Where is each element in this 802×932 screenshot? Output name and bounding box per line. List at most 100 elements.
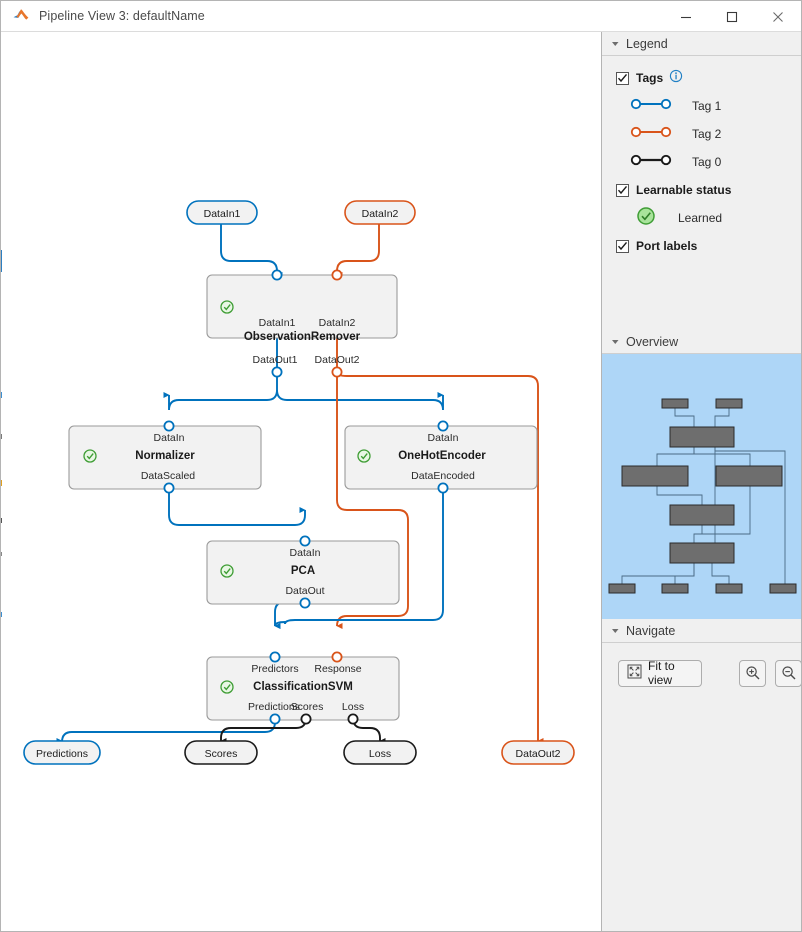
port-label-response: Response (314, 663, 361, 675)
pipeline-canvas[interactable]: DataIn1 DataIn2 ObservationRemover DataI… (2, 32, 600, 931)
tag2-label: Tag 2 (692, 127, 722, 141)
legend-section-header[interactable]: Legend (602, 32, 801, 56)
terminal-label: DataOut2 (516, 748, 561, 760)
legend-title: Legend (626, 36, 668, 51)
fit-to-view-icon (627, 664, 642, 682)
wire-datascaled-to-pca[interactable] (168, 458, 306, 526)
legend-tag-0: Tag 0 (602, 148, 801, 176)
port-out-dataout2[interactable] (331, 366, 343, 378)
port-out-dataout[interactable] (299, 597, 311, 609)
terminal-label: DataIn1 (204, 208, 241, 220)
port-in-predictors[interactable] (269, 651, 281, 663)
wire-dataout1-left-branch[interactable] (163, 389, 278, 411)
port-label-dataout2: DataOut2 (315, 354, 360, 366)
chevron-down-icon[interactable] (609, 624, 622, 637)
chevron-down-icon[interactable] (609, 335, 622, 348)
port-out-dataencoded[interactable] (437, 482, 449, 494)
wire-predictions-to-terminal[interactable] (56, 689, 276, 745)
wire-dataencoded-to-predictors[interactable] (274, 458, 444, 630)
legend-port-labels-row[interactable]: Port labels (602, 232, 801, 260)
block-name: Normalizer (135, 450, 195, 462)
port-label-datain: DataIn (428, 432, 459, 444)
navigate-section-header[interactable]: Navigate (602, 619, 801, 643)
block-name: PCA (291, 565, 315, 577)
chevron-down-icon[interactable] (609, 37, 622, 50)
overview-section-header[interactable]: Overview (602, 330, 801, 354)
side-panel: Legend Tags (601, 32, 801, 931)
fit-to-view-button[interactable]: Fit to view (618, 659, 702, 687)
legend-body: Tags Tag 1 (602, 56, 801, 330)
port-label-dataout: DataOut (285, 585, 324, 597)
learned-badge (220, 300, 234, 314)
output-terminal-scores[interactable]: Scores (184, 740, 258, 765)
learned-label: Learned (678, 211, 723, 225)
wire-dataout2-to-response[interactable] (336, 338, 409, 630)
close-button[interactable] (755, 1, 801, 32)
port-in-datain1[interactable] (271, 269, 283, 281)
zoom-in-button[interactable] (739, 659, 766, 687)
port-labels-checkbox[interactable] (616, 239, 629, 253)
info-icon[interactable] (669, 69, 683, 88)
port-in-datain[interactable] (163, 420, 175, 432)
output-terminal-predictions[interactable]: Predictions (23, 740, 101, 765)
port-out-dataout1[interactable] (271, 366, 283, 378)
input-terminal-datain1[interactable]: DataIn1 (186, 200, 258, 225)
zoom-out-button[interactable] (775, 659, 801, 687)
zoom-out-icon (781, 666, 795, 680)
maximize-button[interactable] (709, 1, 755, 32)
port-in-datain[interactable] (299, 535, 311, 547)
overview-title: Overview (626, 334, 679, 349)
terminal-label: DataIn2 (362, 208, 399, 220)
block-name: OneHotEncoder (398, 450, 486, 462)
output-terminal-loss[interactable]: Loss (343, 740, 417, 765)
title-bar: Pipeline View 3: defaultName (1, 1, 801, 32)
tag1-label: Tag 1 (692, 99, 722, 113)
block-classificationsvm[interactable]: ClassificationSVM Predictors Response Pr… (206, 651, 400, 725)
port-out-loss[interactable] (347, 713, 359, 725)
wire-dataout1-right-branch[interactable] (276, 389, 444, 411)
port-label-datain: DataIn (290, 547, 321, 559)
terminal-label: Loss (369, 748, 391, 760)
legend-tags-row[interactable]: Tags (602, 64, 801, 92)
port-in-response[interactable] (331, 651, 343, 663)
tag0-label: Tag 0 (692, 155, 722, 169)
legend-learned: Learned (602, 204, 801, 232)
zoom-in-icon (745, 666, 759, 680)
navigate-body: Fit to view (602, 643, 801, 703)
output-terminal-dataout2[interactable]: DataOut2 (501, 740, 575, 765)
port-label-datascaled: DataScaled (141, 470, 195, 482)
minimize-button[interactable] (663, 1, 709, 32)
block-pca[interactable]: PCA DataIn DataOut (206, 535, 400, 609)
port-label-dataencoded: DataEncoded (411, 470, 475, 482)
block-normalizer[interactable]: Normalizer DataIn DataScaled (68, 420, 262, 494)
tag0-line-icon (630, 153, 672, 172)
wire-datain1-to-obsrem[interactable] (220, 222, 283, 278)
terminal-label: Scores (205, 748, 238, 760)
port-out-scores[interactable] (300, 713, 312, 725)
port-out-predictions[interactable] (269, 713, 281, 725)
tags-checkbox[interactable] (616, 71, 629, 85)
panel-filler (602, 703, 801, 931)
legend-tag-2: Tag 2 (602, 120, 801, 148)
learnable-status-checkbox[interactable] (616, 183, 629, 197)
overview-minimap[interactable] (602, 354, 801, 619)
navigate-title: Navigate (626, 623, 676, 638)
port-in-datain[interactable] (437, 420, 449, 432)
legend-learnable-status-row[interactable]: Learnable status (602, 176, 801, 204)
port-label-dataout1: DataOut1 (253, 354, 298, 366)
port-label-datain2: DataIn2 (319, 317, 356, 329)
port-label-predictions: Predictions (248, 701, 300, 713)
port-label-scores: Scores (291, 701, 324, 713)
port-in-datain2[interactable] (331, 269, 343, 281)
wire-datain2-to-obsrem[interactable] (336, 222, 380, 278)
block-onehotencoder[interactable]: OneHotEncoder DataIn DataEncoded (344, 420, 538, 494)
port-label-datain: DataIn (154, 432, 185, 444)
learnable-status-label: Learnable status (636, 183, 732, 197)
learned-badge (83, 449, 97, 463)
matlab-logo-icon (12, 7, 30, 25)
input-terminal-datain2[interactable]: DataIn2 (344, 200, 416, 225)
tag2-line-icon (630, 125, 672, 144)
block-observationremover[interactable]: ObservationRemover DataIn1 DataIn2 DataO… (206, 269, 398, 378)
port-out-datascaled[interactable] (163, 482, 175, 494)
